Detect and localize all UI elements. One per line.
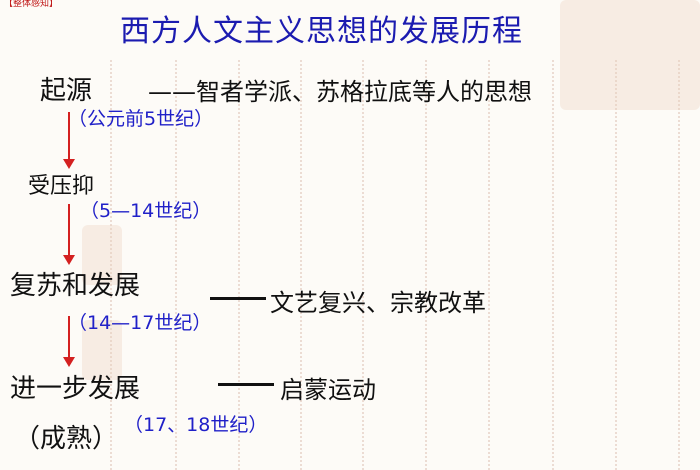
stage-revival-desc: 文艺复兴、宗教改革	[270, 289, 486, 317]
decorative-stamp	[82, 320, 122, 380]
stage-origin-era: （公元前5世纪）	[68, 108, 214, 130]
stage-suppressed-name: 受压抑	[28, 174, 95, 199]
stage-origin-desc: ——智者学派、苏格拉底等人的思想	[148, 78, 532, 106]
arrow-down-icon	[63, 112, 75, 169]
stage-further-name: 进一步发展	[10, 374, 141, 404]
section-tag: 【整体感知】	[4, 0, 59, 9]
background-line	[110, 60, 112, 470]
stage-further-era: （17、18世纪）	[124, 414, 268, 436]
background-line	[175, 60, 177, 470]
arrow-down-icon	[63, 316, 75, 367]
stage-suppressed-era: （5—14世纪）	[80, 200, 212, 222]
background-line	[425, 60, 427, 470]
background-line	[615, 60, 617, 470]
background-line	[362, 60, 364, 470]
stage-revival-era: （14—17世纪）	[68, 312, 212, 334]
stage-revival-dash	[210, 297, 266, 300]
stage-origin-name: 起源	[40, 76, 93, 106]
background-line	[488, 60, 490, 470]
background-line	[678, 60, 680, 470]
page-title: 西方人文主义思想的发展历程	[120, 14, 523, 49]
arrow-down-icon	[63, 204, 75, 265]
background-line	[552, 60, 554, 470]
decorative-stamp	[560, 0, 700, 110]
stage-further-desc: 启蒙运动	[280, 376, 376, 404]
background-line	[238, 60, 240, 470]
decorative-stamp	[82, 225, 122, 285]
background-line	[300, 60, 302, 470]
stage-further-dash	[218, 383, 274, 386]
stage-further-name2: （成熟）	[14, 424, 119, 454]
stage-revival-name: 复苏和发展	[10, 271, 141, 301]
